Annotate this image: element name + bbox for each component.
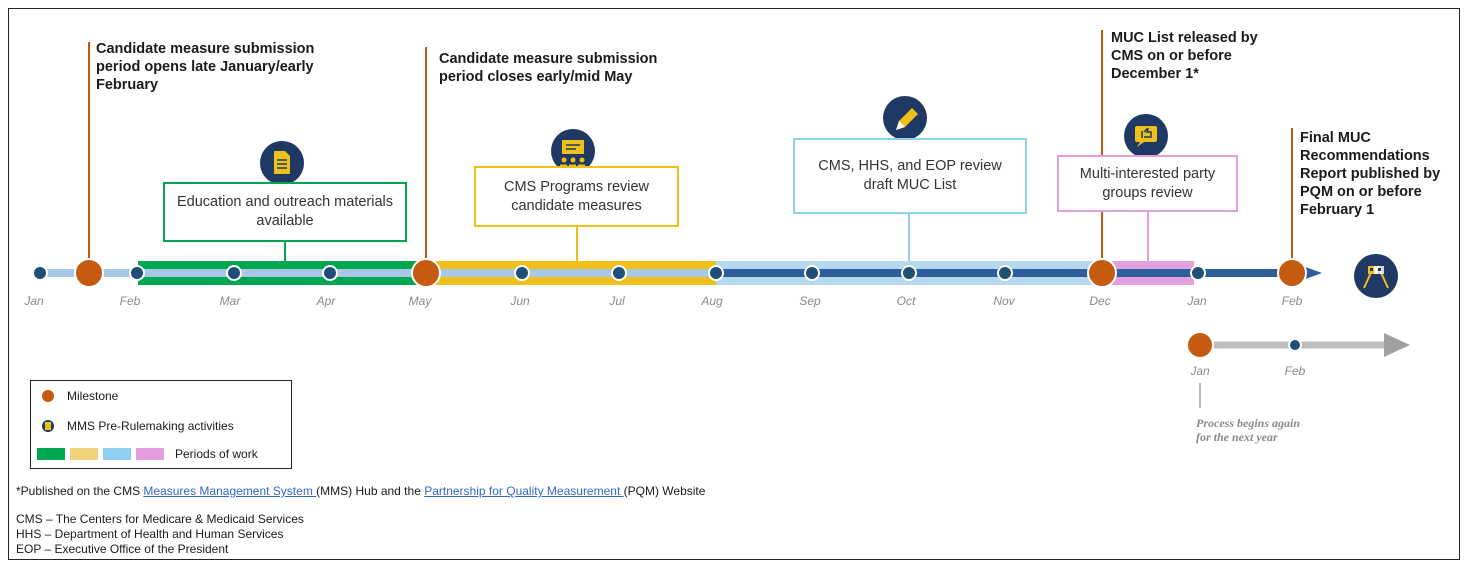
month-label: Jan <box>1187 294 1207 308</box>
thumbs-up-icon <box>1124 114 1168 158</box>
axis-dot <box>514 265 530 281</box>
footnote-suffix: (PQM) Website <box>623 484 706 498</box>
footnote: *Published on the CMS Measures Managemen… <box>16 484 705 498</box>
axis-dots <box>32 265 1206 281</box>
next-year-arrow-head <box>1384 333 1410 357</box>
abbreviation-cms: CMS – The Centers for Medicare & Medicai… <box>16 512 304 526</box>
month-label: May <box>408 294 432 308</box>
presentation-icon <box>551 129 595 173</box>
axis-dot <box>901 265 917 281</box>
legend-activity-icon <box>42 420 54 432</box>
next-year-note: Process begins again for the next year <box>1196 416 1301 444</box>
axis-dot <box>32 265 48 281</box>
month-label: Mar <box>219 294 241 308</box>
next-year-milestone <box>1186 331 1214 359</box>
activity-education-box: Education and outreach materials availab… <box>163 182 407 242</box>
activity-education-label: Education and outreach materials availab… <box>176 194 394 229</box>
month-label: Dec <box>1089 294 1111 308</box>
activity-programs-box: CMS Programs review candidate measures <box>474 166 679 227</box>
axis-dot <box>1190 265 1206 281</box>
month-label: Oct <box>896 294 916 308</box>
axis-dot <box>129 265 145 281</box>
mms-hub-link[interactable]: Measures Management System <box>143 484 317 498</box>
month-label: Aug <box>701 294 723 308</box>
milestone-submission-closes: Candidate measure submission period clos… <box>439 51 658 85</box>
legend-milestone-icon <box>42 390 54 402</box>
legend-swatch-yellow <box>70 448 98 460</box>
milestone-submission-opens: Candidate measure submission period open… <box>96 41 315 93</box>
activity-hhs-box: CMS, HHS, and EOP review draft MUC List <box>793 138 1027 214</box>
month-label: Nov <box>993 294 1015 308</box>
legend-activities-label: MMS Pre-Rulemaking activities <box>67 419 234 433</box>
pqm-link[interactable]: Partnership for Quality Measurement <box>424 484 624 498</box>
axis-dot <box>611 265 627 281</box>
pencil-icon <box>883 96 927 140</box>
month-label: Apr <box>316 294 336 308</box>
next-year-month-label: Feb <box>1284 364 1306 378</box>
legend-swatch-pink <box>136 448 164 460</box>
legend-swatch-blue <box>103 448 131 460</box>
document-icon <box>260 141 304 185</box>
milestone-marker-4 <box>1277 258 1307 288</box>
activity-programs-label: CMS Programs review candidate measures <box>503 178 650 214</box>
month-label: Sep <box>799 294 821 308</box>
milestone-muc-released: MUC List released by CMS on or before De… <box>1111 30 1258 82</box>
axis-dot <box>322 265 338 281</box>
legend-swatch-green <box>37 448 65 460</box>
legend: Milestone MMS Pre-Rulemaking activities … <box>30 380 292 469</box>
milestone-final-report: Final MUC Recommendations Report publish… <box>1300 130 1441 218</box>
footnote-middle: (MMS) Hub and the <box>316 484 425 498</box>
month-label: Jul <box>609 294 625 308</box>
checkered-flags-icon <box>1354 254 1398 298</box>
milestone-marker-3 <box>1087 258 1117 288</box>
milestone-marker-1 <box>74 258 104 288</box>
milestone-marker-2 <box>411 258 441 288</box>
abbreviation-hhs: HHS – Department of Health and Human Ser… <box>16 527 284 541</box>
axis-dot <box>226 265 242 281</box>
abbreviation-eop: EOP – Executive Office of the President <box>16 542 229 556</box>
axis-dot <box>708 265 724 281</box>
axis-dot <box>997 265 1013 281</box>
activity-party-box: Multi-interested party groups review <box>1057 155 1238 212</box>
legend-periods-label: Periods of work <box>175 447 258 461</box>
activity-party-label: Multi-interested party groups review <box>1079 165 1216 201</box>
month-label: Feb <box>1281 294 1303 308</box>
month-label: Feb <box>119 294 141 308</box>
next-year-month-label: Jan <box>1190 364 1210 378</box>
axis-dot <box>804 265 820 281</box>
month-label: Jun <box>510 294 530 308</box>
month-label: Jan <box>24 294 44 308</box>
next-year-dot <box>1288 338 1302 352</box>
footnote-prefix: *Published on the CMS <box>16 484 144 498</box>
legend-milestone-label: Milestone <box>67 389 119 403</box>
activity-hhs-label: CMS, HHS, and EOP review draft MUC List <box>818 158 1002 193</box>
